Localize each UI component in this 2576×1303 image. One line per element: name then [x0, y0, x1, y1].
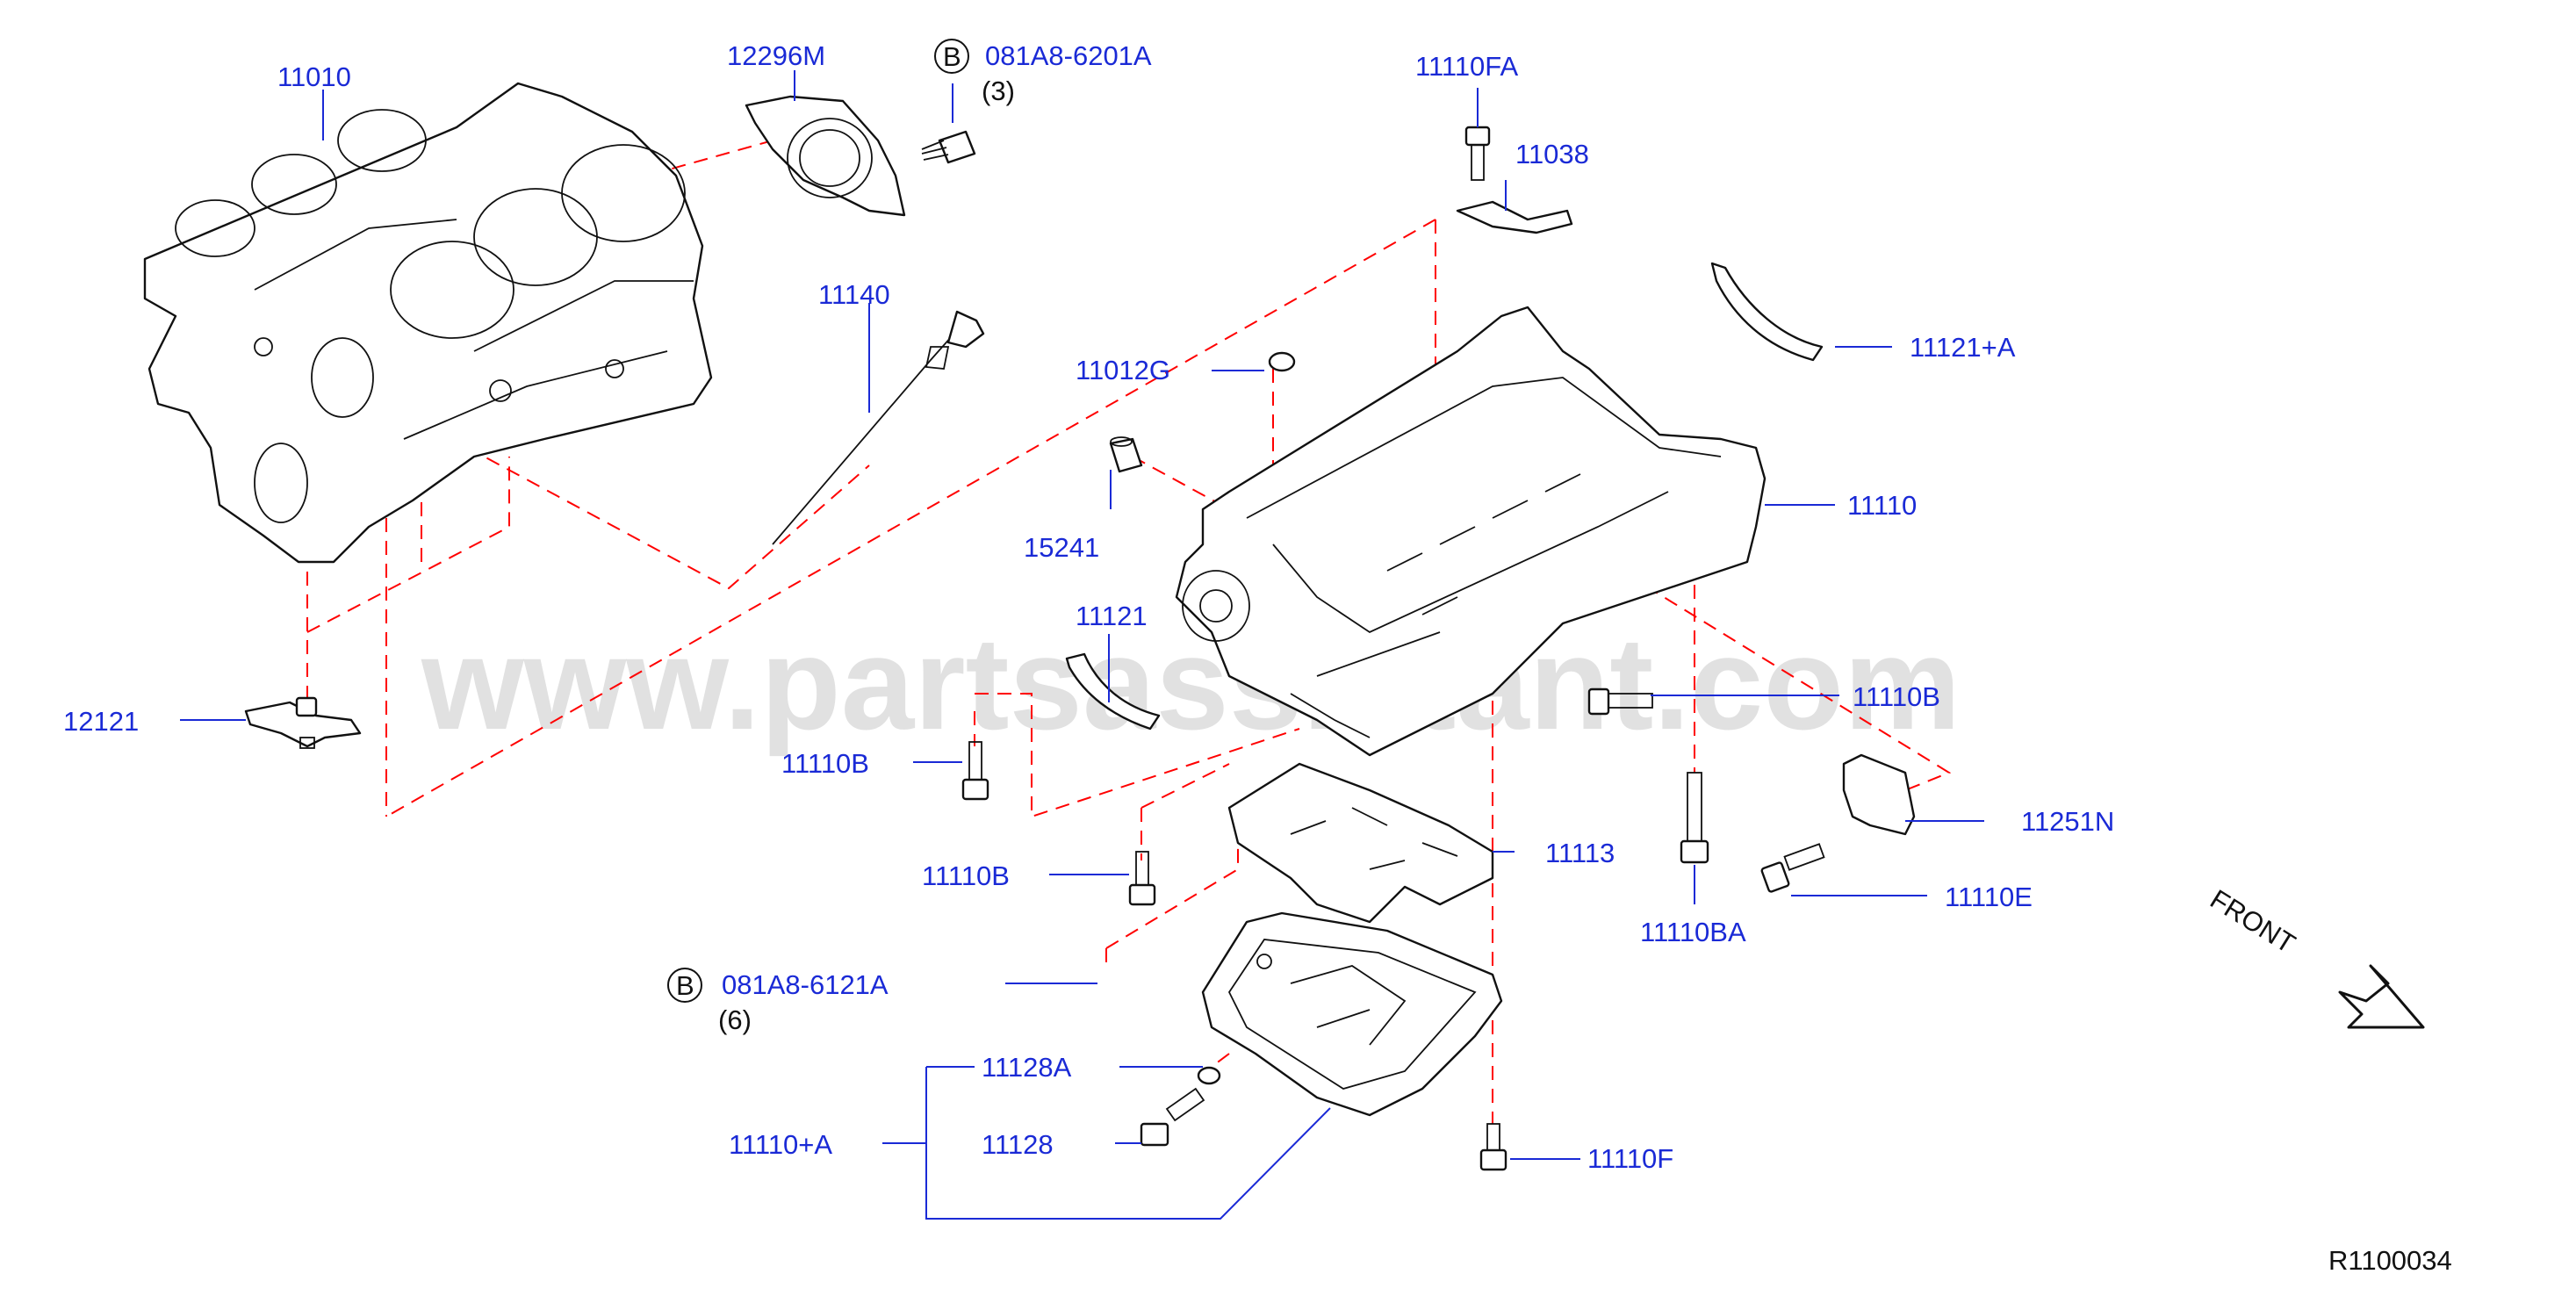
callout-11251N[interactable]: 11251N — [2021, 806, 2114, 837]
callout-081A8-6121A[interactable]: 081A8-6121A — [722, 969, 889, 1000]
bolt-part-11110E — [1760, 843, 1825, 893]
callout-11110[interactable]: 11110 — [1847, 490, 1917, 521]
bolt-marker-letter: B — [943, 41, 961, 72]
callout-11110BA[interactable]: 11110BA — [1640, 917, 1746, 947]
bolt-marker-6201A: B — [934, 39, 969, 74]
callout-11110E[interactable]: 11110E — [1945, 882, 2033, 912]
front-arrow-icon — [2338, 964, 2425, 1029]
dowel-part — [1109, 436, 1143, 473]
baffle-part-11113 — [1227, 762, 1494, 924]
bolt-marker-6121A: B — [667, 968, 702, 1003]
cover-part-11251N — [1842, 753, 1916, 836]
cylinder-block-part — [143, 82, 713, 564]
callout-15241[interactable]: 15241 — [1024, 532, 1099, 563]
callout-11110FA[interactable]: 11110FA — [1415, 51, 1519, 82]
callout-11110F[interactable]: 11110F — [1587, 1143, 1673, 1174]
drain-plug-part — [1140, 1087, 1205, 1147]
callout-11110B-lower[interactable]: 11110B — [922, 860, 1010, 891]
drain-washer-part — [1197, 1066, 1221, 1085]
bolt-marker-letter: B — [676, 970, 694, 1001]
dipstick-part — [772, 310, 985, 545]
bolt-part-11110F — [1479, 1123, 1507, 1171]
leader-lines — [180, 70, 1984, 1220]
bolt-part-11110B-right — [1587, 687, 1653, 716]
callout-11128A[interactable]: 11128A — [982, 1052, 1072, 1083]
callout-11113[interactable]: 11113 — [1545, 838, 1615, 868]
quantity-6: (6) — [718, 1004, 752, 1035]
callout-11110A[interactable]: 11110+A — [729, 1129, 832, 1160]
bolt-part-11110BA — [1680, 772, 1709, 864]
callout-11012G[interactable]: 11012G — [1076, 355, 1170, 385]
bolt-part-11110B-lower — [1128, 851, 1156, 906]
callout-081A8-6201A[interactable]: 081A8-6201A — [985, 40, 1152, 71]
watermark: www.partsassistant.com — [421, 609, 1961, 757]
callout-11121A[interactable]: 11121+A — [1910, 332, 2016, 363]
callout-11140[interactable]: 11140 — [818, 279, 890, 310]
callout-11110B-left[interactable]: 11110B — [781, 748, 869, 779]
lower-oil-pan-part — [1201, 911, 1503, 1117]
front-label: FRONT — [2205, 883, 2300, 959]
bolt-part-6201A — [921, 130, 976, 164]
callout-11038[interactable]: 11038 — [1515, 139, 1589, 169]
callout-11128[interactable]: 11128 — [982, 1129, 1054, 1160]
bracket-part-12121 — [244, 696, 362, 749]
callout-12121[interactable]: 12121 — [63, 706, 139, 737]
quantity-3: (3) — [982, 76, 1015, 106]
callout-12296M[interactable]: 12296M — [727, 40, 825, 71]
gasket-part-11121 — [1065, 652, 1161, 731]
bolt-part-11110B-left — [961, 741, 989, 801]
upper-oil-pan-part — [1175, 306, 1767, 757]
bolt-part-11110FA — [1464, 126, 1491, 181]
gasket-part-11121A — [1710, 262, 1824, 362]
callout-11010[interactable]: 11010 — [277, 61, 351, 92]
plug-part — [1268, 351, 1296, 372]
callout-11121[interactable]: 11121 — [1076, 601, 1148, 631]
baffle-plate-part — [1456, 200, 1573, 234]
diagram-code: R1100034 — [2328, 1245, 2452, 1276]
callout-11110B-right[interactable]: 11110B — [1853, 681, 1940, 712]
rear-oil-seal-part — [745, 95, 906, 217]
